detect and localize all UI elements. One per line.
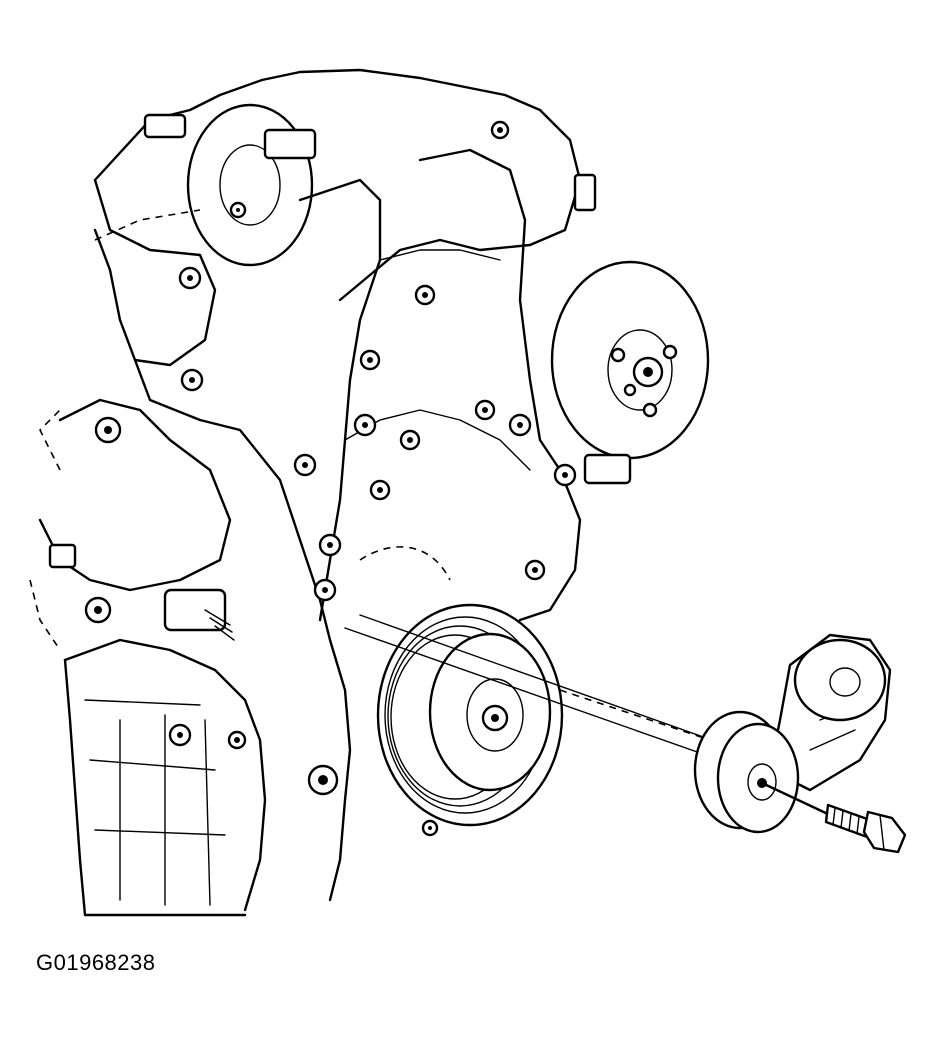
bolts: [84, 120, 577, 837]
belt-tensioner: [693, 633, 892, 834]
crankshaft-balancer: [376, 603, 564, 827]
timing-cover: [298, 148, 582, 622]
figure-id-label: G01968238: [36, 950, 156, 975]
engine-belt-tensioner-diagram: [29, 68, 907, 917]
fittings: [48, 113, 632, 641]
tensioner-bolt: [760, 781, 907, 854]
accessory-pulley: [550, 260, 710, 460]
upper-pulley: [186, 103, 314, 267]
engine-block: [29, 68, 582, 917]
